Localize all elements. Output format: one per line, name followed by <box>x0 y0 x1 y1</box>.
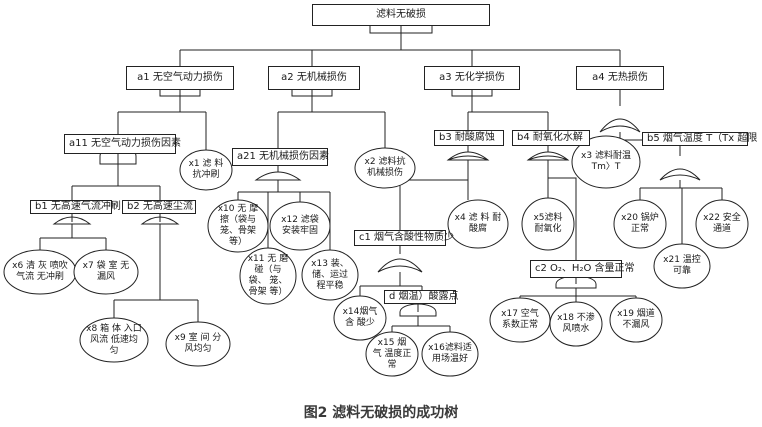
event-a11: a11 无空气动力损伤因素 <box>64 134 181 154</box>
basic-event-x3: x3 滤料耐温 Tm〉T <box>581 151 631 172</box>
event-a4: a4 无热损伤 <box>576 66 664 90</box>
event-a2: a2 无机械损伤 <box>268 66 360 90</box>
basic-event-ellipses <box>3 135 749 377</box>
basic-event-x11: x11 无 磨 碰（与袋、 笼、骨架 等） <box>247 254 289 297</box>
event-b5: b5 烟气温度 T（Tx 超限 <box>642 132 757 146</box>
basic-event-x14: x14烟气含 酸少 <box>342 307 378 328</box>
basic-event-x1: x1 滤 料 抗冲刷 <box>188 159 224 180</box>
basic-event-x10: x10 无 摩 擦（袋与 笼、骨架 等） <box>217 204 259 247</box>
basic-event-x9: x9 室 间 分风均匀 <box>174 333 222 354</box>
figure-caption: 图2 滤料无破损的成功树 <box>303 405 459 421</box>
basic-event-x5: x5滤料 耐氧化 <box>533 213 563 234</box>
basic-event-x12: x12 滤袋 安装牢固 <box>281 215 319 236</box>
basic-event-x21: x21 温控 可靠 <box>663 255 701 276</box>
basic-event-x22: x22 安全 通道 <box>703 213 741 234</box>
basic-event-x15: x15 烟 气 温度正常 <box>372 337 412 370</box>
event-c1: c1 烟气含酸性物质少 <box>354 230 454 246</box>
event-b4: b4 耐氧化水解 <box>512 130 590 146</box>
event-b3: b3 耐酸腐蚀 <box>434 130 504 146</box>
basic-event-x17: x17 空气 系数正常 <box>501 309 539 330</box>
basic-event-x8: x8 箱 体 入口风流 低速均匀 <box>86 323 142 356</box>
basic-event-x2: x2 滤料抗机械损伤 <box>364 157 406 178</box>
basic-event-x16: x16滤料适 用场温好 <box>428 343 472 364</box>
basic-event-x18: x18 不渗 风喷水 <box>557 313 595 334</box>
basic-event-x4: x4 滤 料 耐酸腐 <box>454 213 502 234</box>
top-event-box: 滤料无破损 <box>312 4 490 26</box>
event-a1: a1 无空气动力损伤 <box>126 66 234 90</box>
event-b2: b2 无高速尘流 <box>122 200 196 214</box>
event-a21: a21 无机械损伤因素 <box>232 148 329 166</box>
event-a3: a3 无化学损伤 <box>424 66 520 90</box>
basic-event-x7: x7 袋 室 无漏风 <box>82 261 130 282</box>
event-c2: c2 O₂、H₂O 含量正常 <box>530 260 635 278</box>
basic-event-x6: x6 清 灰 喷吹气流 无冲刷 <box>12 261 68 282</box>
event-d: d 烟温）酸露点 <box>384 290 459 304</box>
basic-event-x20: x20 锅炉 正常 <box>621 213 659 234</box>
basic-event-x19: x19 烟道 不漏风 <box>617 309 655 330</box>
event-b1: b1 无高速气流冲刷 <box>30 200 121 214</box>
basic-event-x13: x13 装、 储、运过 程平稳 <box>311 258 349 291</box>
